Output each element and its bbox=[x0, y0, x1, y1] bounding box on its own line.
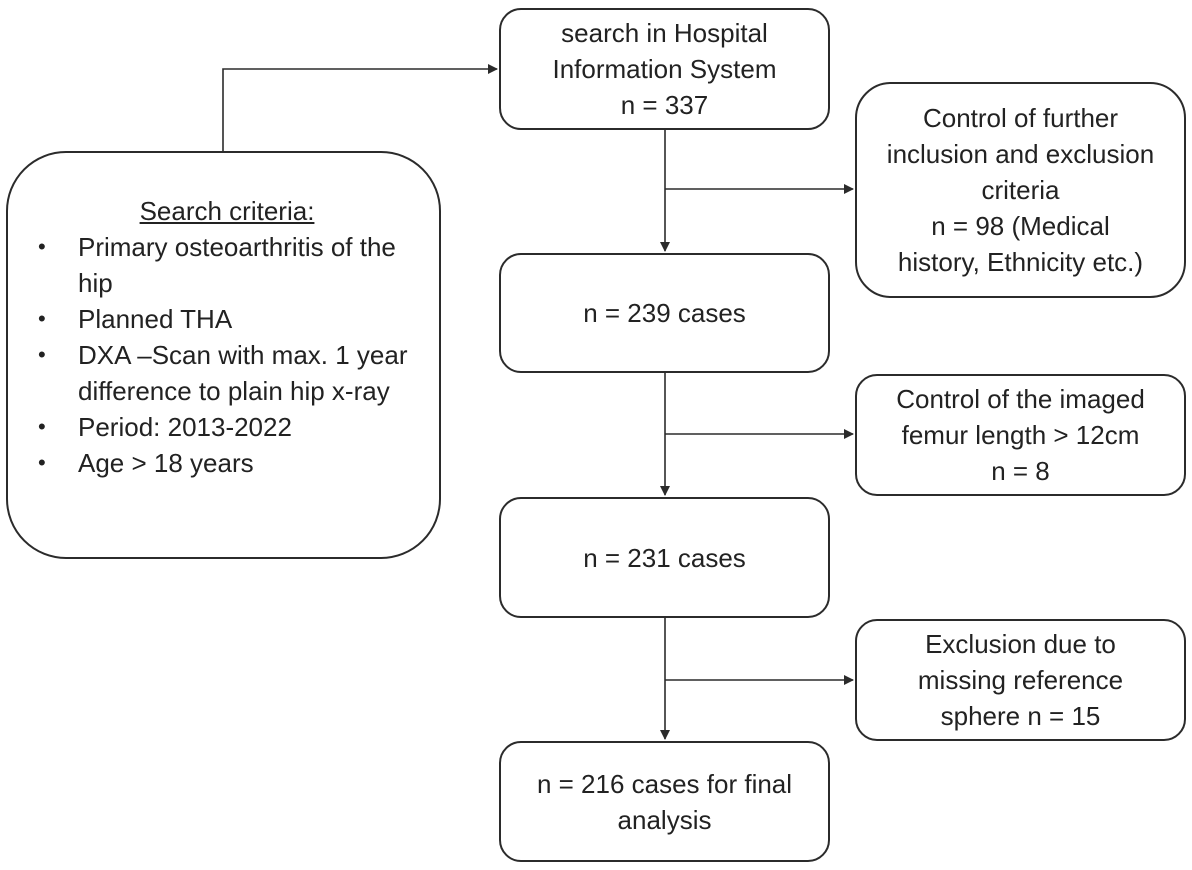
femur-length-control-box: Control of the imaged femur length > 12c… bbox=[855, 374, 1186, 496]
cases-239-box: n = 239 cases bbox=[499, 253, 830, 373]
criteria-item: DXA –Scan with max. 1 year difference to… bbox=[36, 337, 426, 409]
criteria-item: Primary osteoarthritis of the hip bbox=[36, 229, 426, 301]
search-criteria-list: Primary osteoarthritis of the hip Planne… bbox=[36, 229, 426, 481]
box-text-line: criteria bbox=[981, 175, 1060, 205]
box-text-line: Information System bbox=[552, 54, 777, 84]
box-text-line: n = 337 bbox=[620, 90, 709, 120]
final-analysis-box: n = 216 cases for final analysis bbox=[499, 741, 830, 862]
box-text-line: Control of further bbox=[922, 103, 1119, 133]
criteria-item: Planned THA bbox=[36, 301, 426, 337]
cases-231-box: n = 231 cases bbox=[499, 497, 830, 618]
search-criteria-box: Search criteria: Primary osteoarthritis … bbox=[6, 151, 441, 559]
criteria-item: Period: 2013-2022 bbox=[36, 409, 426, 445]
box-text-line: n = 216 cases for final bbox=[536, 768, 793, 799]
hospital-search-box: search in Hospital Information System n … bbox=[499, 8, 830, 130]
criteria-item: Age > 18 years bbox=[36, 445, 426, 481]
box-text-line: Control of the imaged bbox=[896, 384, 1145, 414]
search-criteria-title: Search criteria: bbox=[139, 196, 315, 226]
box-text-line: history, Ethnicity etc.) bbox=[897, 247, 1144, 277]
box-text-line: n = 231 cases bbox=[583, 542, 746, 573]
box-text-line: n = 8 bbox=[991, 456, 1050, 486]
box-text-line: femur length > 12cm bbox=[901, 420, 1140, 450]
criteria-to-search-arrow bbox=[222, 64, 498, 151]
box-text-line: analysis bbox=[617, 804, 712, 835]
box-text-line: search in Hospital bbox=[561, 18, 768, 48]
box-text-line: n = 239 cases bbox=[583, 298, 746, 328]
missing-sphere-exclusion-box: Exclusion due to missing reference spher… bbox=[855, 619, 1186, 741]
inclusion-exclusion-control-box: Control of further inclusion and exclusi… bbox=[855, 82, 1186, 298]
box-text-line: missing reference bbox=[917, 665, 1124, 695]
box-text-line: Exclusion due to bbox=[925, 629, 1116, 659]
box-text-line: n = 98 (Medical bbox=[931, 211, 1110, 241]
box-text-line: sphere n = 15 bbox=[940, 701, 1101, 731]
box-text-line: inclusion and exclusion bbox=[886, 139, 1155, 169]
